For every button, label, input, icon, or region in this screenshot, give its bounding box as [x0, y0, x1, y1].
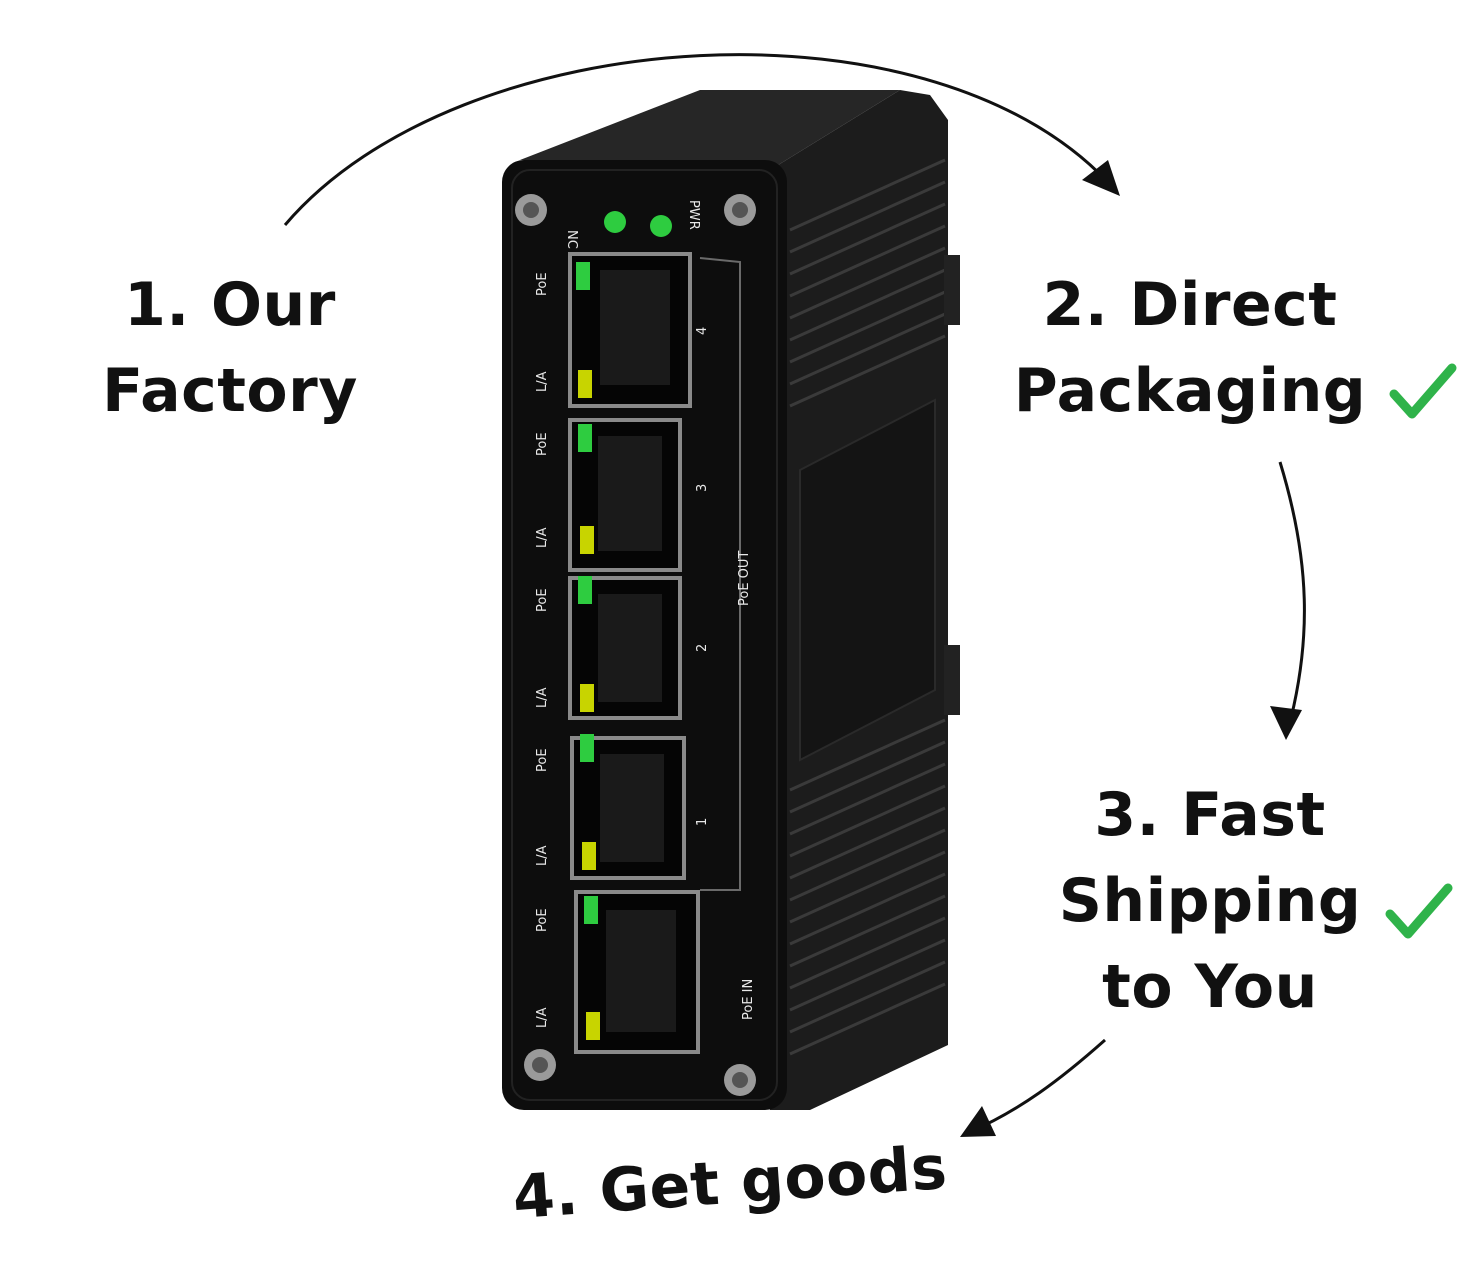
la-label: L/A	[535, 371, 550, 392]
step-2-label: 2. Direct Packaging	[1013, 270, 1367, 426]
arrow-packaging-to-shipping	[1278, 461, 1306, 731]
poe-label: PoE	[535, 748, 550, 772]
checkmark-icon	[1385, 883, 1453, 939]
pwr-label: PWR	[686, 200, 701, 230]
port-in	[574, 890, 700, 1054]
checkmark-icon	[1389, 363, 1457, 419]
step-3-label: 3. Fast Shipping to You	[1058, 780, 1362, 1022]
la-label: L/A	[535, 1007, 550, 1028]
port-2	[568, 576, 682, 720]
screw-icon	[524, 1049, 556, 1081]
pwr-led-icon	[650, 215, 672, 237]
poe-label: PoE	[535, 272, 550, 296]
arrowhead-icon	[960, 1106, 996, 1137]
arrow-factory-to-packaging	[283, 53, 1117, 226]
port-number-3: 3	[695, 484, 710, 492]
poe-in-label: PoE IN	[741, 979, 756, 1020]
nc-led-icon	[604, 211, 626, 233]
la-label: L/A	[535, 845, 550, 866]
la-label: L/A	[535, 687, 550, 708]
la-label: L/A	[535, 527, 550, 548]
screw-icon	[515, 194, 547, 226]
poe-label: PoE	[535, 908, 550, 932]
port-1	[570, 734, 686, 880]
port-4	[568, 252, 692, 408]
arrow-shipping-to-goods	[969, 1038, 1106, 1134]
poe-label: PoE	[535, 432, 550, 456]
port-number-1: 1	[695, 818, 710, 826]
poe-out-label: PoE OUT	[737, 551, 752, 606]
screw-icon	[724, 1064, 756, 1096]
step-1-label: 1. Our Factory	[102, 270, 358, 426]
nc-label: NC	[564, 230, 579, 249]
poe-label: PoE	[535, 588, 550, 612]
switch-device: NC PWR	[502, 90, 960, 1110]
port-3	[568, 418, 682, 572]
port-number-4: 4	[695, 327, 710, 335]
arrowhead-icon	[1082, 160, 1120, 196]
port-number-2: 2	[695, 644, 710, 652]
arrowhead-icon	[1270, 706, 1302, 740]
screw-icon	[724, 194, 756, 226]
